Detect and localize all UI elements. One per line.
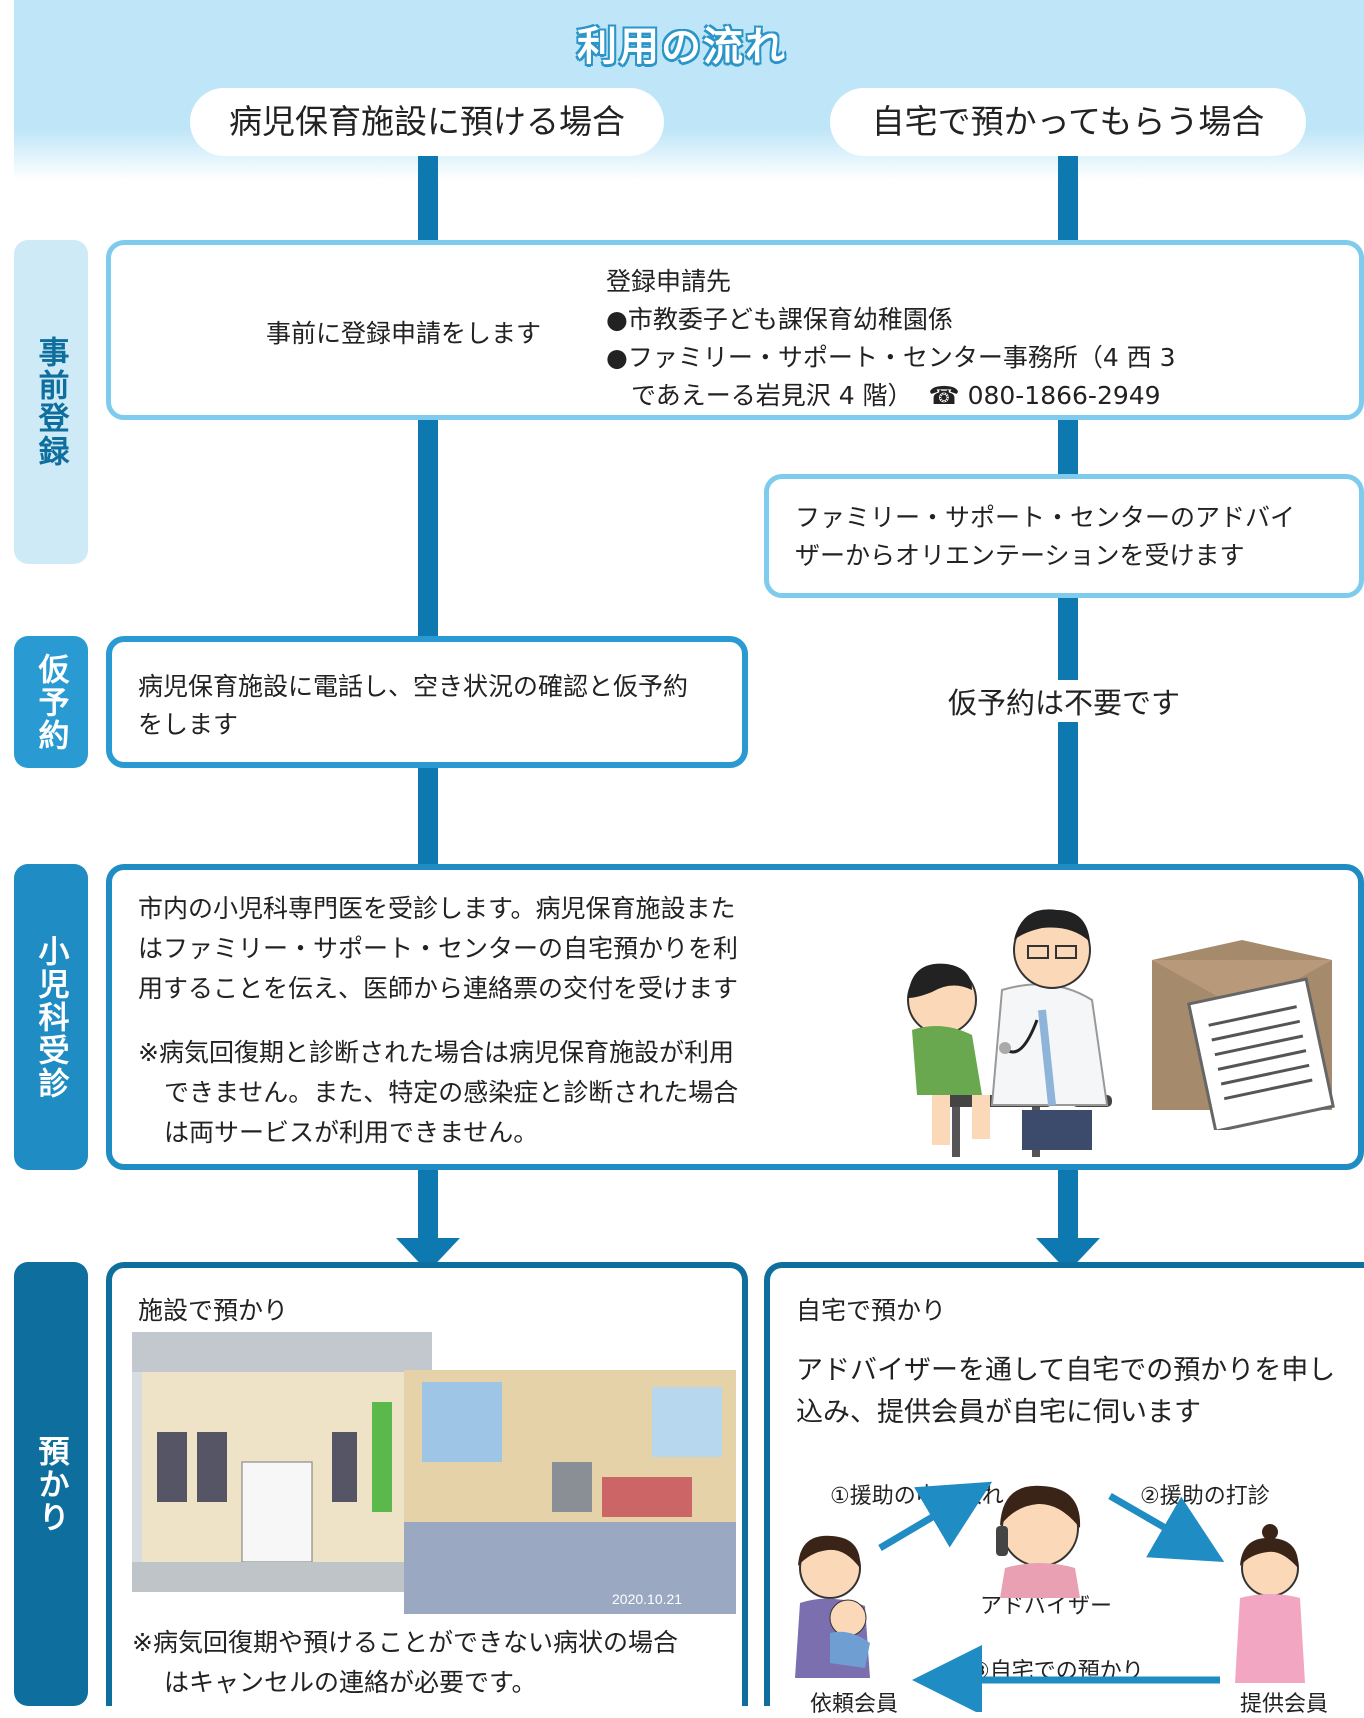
- orientation-box: ファミリー・サポート・センターのアドバイ ザーからオリエンテーションを受けます: [764, 474, 1364, 598]
- stage-label-pre-registration: 事前登録: [14, 240, 88, 564]
- provisional-booking-box: 病児保育施設に電話し、空き状況の確認と仮予約 をします: [106, 636, 748, 768]
- registration-destination-3: であえーる岩見沢 4 階） ☎ 080-1866-2949: [631, 381, 1161, 410]
- registration-destination-2: ●ファミリー・サポート・センター事務所（4 西 3: [606, 343, 1176, 372]
- phone-number: 080-1866-2949: [967, 381, 1161, 410]
- orientation-line-2: ザーからオリエンテーションを受けます: [795, 541, 1245, 570]
- doctor-examining-child-illustration: [907, 909, 1112, 1157]
- phone-icon: ☎: [928, 381, 960, 410]
- home-line-1: アドバイザーを通して自宅での預かりを申し: [796, 1355, 1336, 1386]
- stage-label-childcare: 預かり: [14, 1262, 88, 1706]
- facility-photos: 2020.10.21: [132, 1332, 736, 1614]
- facility-childcare-box: 施設で預かり 2020.10.21 ※病気回復期や預けることができない病状の場合…: [106, 1262, 748, 1706]
- facility-note-2: はキャンセルの連絡が必要です。: [164, 1668, 537, 1697]
- photo-date-stamp: 2020.10.21: [612, 1591, 682, 1607]
- visit-note-2: できません。また、特定の感染症と診断された場合: [164, 1078, 739, 1107]
- envelope-form-icon: [1152, 940, 1335, 1130]
- registration-destination-1: ●市教委子ども課保育幼稚園係: [606, 305, 953, 334]
- visit-note-3: は両サービスが利用できません。: [164, 1118, 539, 1147]
- facility-note-1: ※病気回復期や預けることができない病状の場合: [132, 1628, 678, 1657]
- booking-line-1: 病児保育施設に電話し、空き状況の確認と仮予約: [138, 672, 689, 701]
- advisor-label: アドバイザー: [980, 1594, 1113, 1619]
- orientation-line-1: ファミリー・サポート・センターのアドバイ: [795, 503, 1296, 532]
- booking-line-2: をします: [138, 710, 239, 739]
- registration-main-text: 事前に登録申請をします: [266, 319, 542, 348]
- facility-heading: 施設で預かり: [138, 1296, 289, 1325]
- page-title: 利用の流れ: [577, 24, 787, 70]
- pediatric-visit-box: 市内の小児科専門医を受診します。病児保育施設また はファミリー・サポート・センタ…: [106, 864, 1364, 1170]
- registration-box: 事前に登録申請をします 登録申請先 ●市教委子ども課保育幼稚園係 ●ファミリー・…: [106, 240, 1364, 420]
- visit-line-2: はファミリー・サポート・センターの自宅預かりを利: [138, 934, 739, 963]
- visit-line-1: 市内の小児科専門医を受診します。病児保育施設また: [138, 894, 736, 923]
- booking-not-required: 仮予約は不要です: [944, 680, 1185, 722]
- left-column-header: 病児保育施設に預ける場合: [190, 88, 664, 156]
- visit-note-1: ※病気回復期と診断された場合は病児保育施設が利用: [138, 1038, 734, 1067]
- visit-line-3: 用することを伝え、医師から連絡票の交付を受けます: [138, 974, 739, 1003]
- home-line-2: 込み、提供会員が自宅に伺います: [796, 1397, 1201, 1428]
- right-column-header: 自宅で預かってもらう場合: [830, 88, 1306, 156]
- stage-label-provisional-booking: 仮予約: [14, 636, 88, 768]
- stage-label-pediatric-visit: 小児科受診: [14, 864, 88, 1170]
- registration-destination-title: 登録申請先: [606, 267, 732, 296]
- home-care-flow-illustration: [795, 1481, 1305, 1712]
- home-childcare-box: 自宅で預かり アドバイザーを通して自宅での預かりを申し 込み、提供会員が自宅に伺…: [764, 1262, 1364, 1717]
- home-heading: 自宅で預かり: [796, 1296, 947, 1325]
